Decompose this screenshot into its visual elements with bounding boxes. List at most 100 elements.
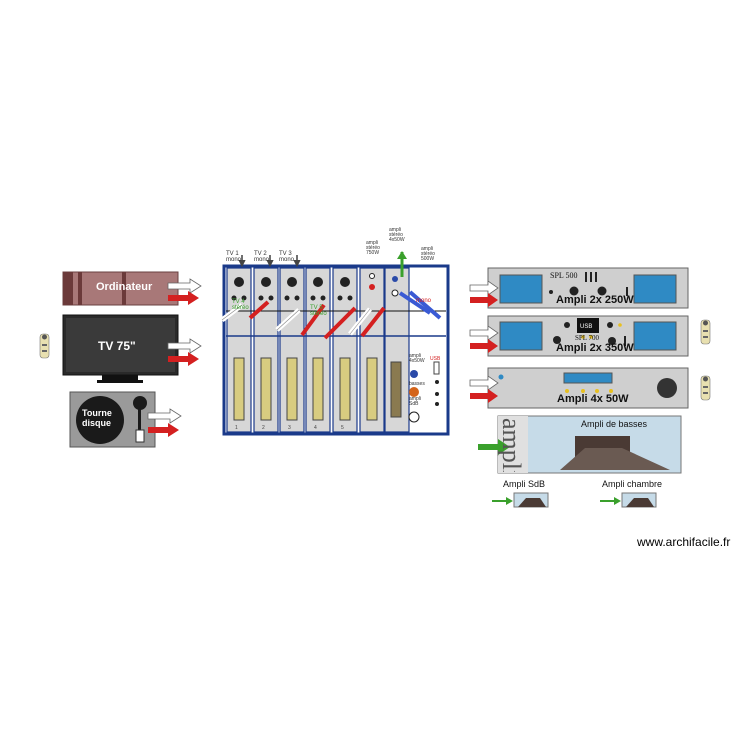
channel-fader[interactable] bbox=[286, 357, 298, 421]
channel-number: 2 bbox=[262, 425, 265, 431]
mixer-green-label-a: TV 4 stéréo bbox=[232, 299, 249, 311]
amp-4x50-arrows bbox=[469, 375, 499, 403]
channel-fader[interactable] bbox=[312, 357, 324, 421]
mixer-channel-strip[interactable] bbox=[226, 267, 252, 433]
amp-2x350-usb: USB bbox=[580, 324, 593, 330]
channel-fader[interactable] bbox=[339, 357, 351, 421]
channel-number: 3 bbox=[288, 425, 291, 431]
mixer-channel-strip[interactable] bbox=[384, 267, 410, 433]
tv-label: TV 75" bbox=[98, 339, 136, 353]
mixer-green-label-b-line2: stéréo bbox=[310, 311, 327, 317]
amp-2x250-label: Ampli 2x 250W bbox=[556, 294, 634, 306]
amp-out-label-750: ampli stéréo 750W bbox=[366, 241, 380, 256]
usb-port bbox=[433, 361, 440, 375]
channel-label-tv2-line1: TV 2 bbox=[254, 251, 267, 257]
amp-2x250-arrows bbox=[469, 280, 499, 307]
master-label-line4: ampli bbox=[409, 396, 421, 402]
amp-out-label-500: ampli stéréo 500W bbox=[421, 247, 435, 262]
small-amp-chambre[interactable] bbox=[600, 492, 657, 508]
computer-source[interactable] bbox=[62, 271, 179, 306]
amp-out-label-500-line3: 500W bbox=[421, 256, 435, 262]
tv-source[interactable] bbox=[62, 314, 179, 383]
channel-number: 5 bbox=[341, 425, 344, 431]
amp-out-label-500-line2: stéréo bbox=[421, 251, 435, 257]
amp-out-label-4x50-line1: ampli bbox=[389, 227, 401, 233]
watermark: www.archifacile.fr bbox=[637, 535, 731, 549]
amp-4x50-label: Ampli 4x 50W bbox=[557, 393, 629, 405]
gain-knob[interactable] bbox=[287, 277, 297, 287]
channel-fader[interactable] bbox=[366, 357, 378, 421]
mixer-green-label-b-line1: TV 5 bbox=[310, 305, 323, 311]
mixer-red-label: mono bbox=[416, 298, 432, 304]
computer-arrows bbox=[167, 278, 202, 305]
channel-number: 1 bbox=[235, 425, 238, 431]
mixer-green-label-b: TV 5 stéréo bbox=[310, 305, 327, 317]
amp-4x50[interactable] bbox=[487, 367, 689, 409]
amp-2x350[interactable] bbox=[487, 315, 689, 357]
mixer-routing-arrows bbox=[220, 251, 442, 340]
mixer-channel-strip[interactable] bbox=[332, 267, 358, 433]
tv-arrows bbox=[167, 338, 202, 366]
channel-label-tv1-line1: TV 1 bbox=[226, 251, 239, 257]
master-label-line2: 4x50W bbox=[409, 358, 425, 364]
amp-2x350-label: Ampli 2x 350W bbox=[556, 342, 634, 354]
small-amp-chambre-label: Ampli chambre bbox=[602, 479, 663, 489]
channel-fader[interactable] bbox=[233, 357, 245, 421]
channel-fader[interactable] bbox=[260, 357, 272, 421]
mixer-channel-strip[interactable] bbox=[253, 267, 279, 433]
small-amp-sdb[interactable] bbox=[492, 492, 549, 508]
amp-out-label-500-line1: ampli bbox=[421, 246, 433, 252]
channel-number: 4 bbox=[314, 425, 317, 431]
channel-input-markers bbox=[238, 255, 301, 268]
mixer-usb-label: USB bbox=[430, 356, 441, 362]
master-knob-4x50[interactable] bbox=[410, 370, 418, 378]
amp-2x350-brand: SPL 700 bbox=[575, 334, 600, 342]
mixer-console[interactable]: 1 2 3 4 5 bbox=[222, 264, 450, 436]
computer-label: Ordinateur bbox=[96, 281, 153, 293]
person-figure-right-2 bbox=[700, 375, 711, 401]
channel-label-tv1: TV 1 mono bbox=[226, 251, 241, 263]
master-knob-sdb[interactable] bbox=[408, 411, 420, 423]
channel-label-tv2-line2: mono bbox=[254, 257, 270, 263]
amp-out-label-4x50: ampli stéréo 4x50W bbox=[389, 228, 405, 243]
gain-knob[interactable] bbox=[313, 277, 323, 287]
mixer-channel-strip[interactable] bbox=[305, 267, 331, 433]
bass-amp-side-text-value: ampli bbox=[497, 418, 526, 472]
amp-2x250-brand: SPL 500 bbox=[550, 271, 578, 280]
bass-amp-side-text: ampli bbox=[496, 418, 530, 472]
mixer-green-label-a-line1: TV 4 bbox=[232, 299, 245, 305]
amp-out-label-4x50-line2: stéréo bbox=[389, 232, 403, 238]
master-label-line1: ampli bbox=[409, 353, 421, 359]
amp-out-label-750-line3: 750W bbox=[366, 250, 380, 256]
master-knob-basses[interactable] bbox=[409, 387, 419, 397]
channel-label-tv1-line2: mono bbox=[226, 257, 242, 263]
gain-knob[interactable] bbox=[234, 277, 244, 287]
amp-out-label-4x50-line3: 4x50W bbox=[389, 237, 405, 243]
person-figure-right-1 bbox=[700, 319, 711, 345]
person-figure-left bbox=[39, 333, 50, 359]
amp-2x350-arrows bbox=[469, 325, 499, 353]
master-label-top: ampli 4x50W bbox=[409, 354, 425, 364]
master-label-basses: basses bbox=[409, 381, 425, 387]
small-amp-sdb-label: Ampli SdB bbox=[503, 479, 546, 489]
channel-label-tv3: TV 3 mono bbox=[279, 251, 294, 263]
turntable-arrows bbox=[147, 408, 182, 437]
amp-out-label-750-line2: stéréo bbox=[366, 245, 380, 251]
gain-knob[interactable] bbox=[340, 277, 350, 287]
channel-label-tv3-line2: mono bbox=[279, 257, 295, 263]
mixer-channel-strip[interactable] bbox=[279, 267, 305, 433]
turntable-source[interactable] bbox=[69, 391, 156, 448]
channel-label-tv2: TV 2 mono bbox=[254, 251, 269, 263]
mixer-green-label-a-line2: stéréo bbox=[232, 305, 249, 311]
gain-knob[interactable] bbox=[261, 277, 271, 287]
bass-amp-label: Ampli de basses bbox=[581, 419, 648, 429]
amp-out-label-750-line1: ampli bbox=[366, 240, 378, 246]
mixer-channel-strip[interactable] bbox=[359, 267, 385, 433]
master-fader[interactable] bbox=[390, 361, 402, 418]
turntable-label-line2: disque bbox=[82, 418, 112, 428]
turntable-label-line1: Tourne bbox=[82, 408, 112, 418]
master-label-line5: SdB bbox=[409, 401, 419, 407]
amp-2x250[interactable] bbox=[487, 267, 689, 309]
turntable-label: Tourne disque bbox=[82, 408, 112, 428]
